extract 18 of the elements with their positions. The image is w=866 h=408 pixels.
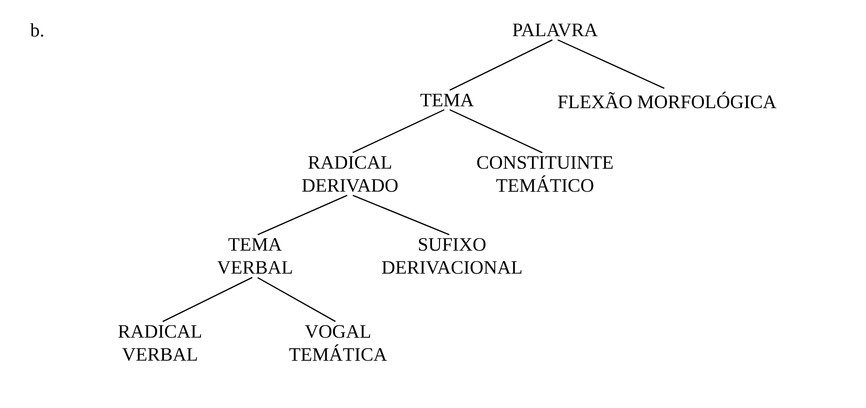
tree-node-label: FLEXÃO MORFOLÓGICA: [558, 92, 776, 108]
tree-branch: [449, 39, 553, 91]
tree-node-label: PALAVRA: [512, 24, 598, 36]
tree-branch: [257, 277, 336, 322]
item-letter: b.: [30, 23, 44, 37]
tree-node-label: TEMA: [420, 94, 474, 106]
tree-branch: [258, 194, 348, 236]
tree-branch: [449, 109, 543, 154]
tree-node-label: RADICAL DERIVADO: [302, 156, 398, 192]
tree-node-label: RADICAL VERBAL: [118, 325, 202, 361]
tree-node-label: CONSTITUINTE TEMÁTICO: [477, 156, 613, 192]
tree-branch: [162, 276, 253, 322]
tree-node-label: SUFIXO DERIVACIONAL: [382, 238, 522, 274]
tree-node-label: VOGAL TEMÁTICA: [289, 325, 387, 361]
tree-branch: [352, 194, 450, 236]
tree-branch: [557, 39, 665, 89]
tree-branch: [352, 109, 445, 154]
tree-node-label: TEMA VERBAL: [217, 238, 292, 274]
